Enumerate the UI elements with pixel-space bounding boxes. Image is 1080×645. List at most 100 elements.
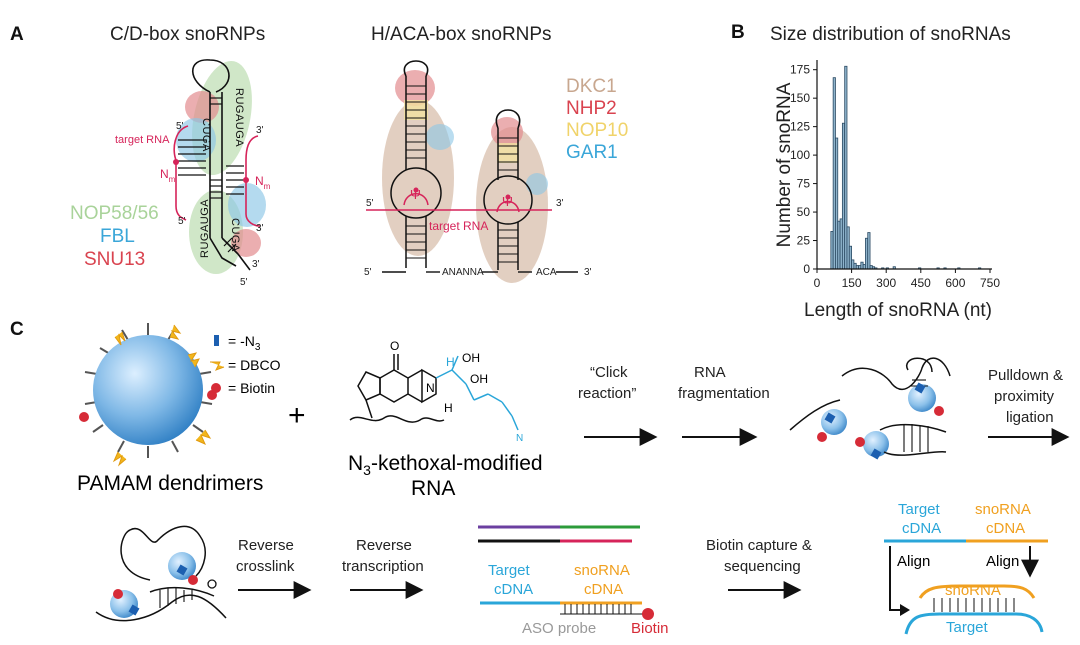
x-tick-label-150: 150 <box>842 276 862 290</box>
azide-legend-label: = -N3 <box>228 333 261 353</box>
nm-modification-left: Nm <box>160 167 176 184</box>
step-pull-line2: proximity <box>994 388 1055 405</box>
biotin-legend-swatch <box>211 383 221 393</box>
chem-o: O <box>390 339 399 353</box>
ligated-complex <box>95 525 227 622</box>
alignment-diagram <box>884 539 1048 635</box>
x-tick-label-600: 600 <box>945 276 965 290</box>
step-frag-line1: RNA <box>694 364 726 381</box>
cd-protein-snu13: SNU13 <box>84 249 145 270</box>
azide-legend-swatch <box>214 335 219 346</box>
haca-protein-nop10: NOP10 <box>566 120 628 141</box>
cd-3prime-mid: 3' <box>256 223 264 234</box>
x-tick-label-0: 0 <box>814 276 821 290</box>
align-target-label: Target <box>946 619 989 636</box>
align-target-cdna-line1: Target <box>898 501 941 518</box>
y-tick-label-175: 175 <box>790 63 810 77</box>
y-tick-label-0: 0 <box>803 262 810 276</box>
haca-protein-dkc1: DKC1 <box>566 76 617 97</box>
align-label-left: Align <box>897 553 930 570</box>
step-pull-line3: ligation <box>1006 409 1054 426</box>
chem-n3: N <box>516 433 523 444</box>
histogram-bar-16 <box>867 232 871 270</box>
fragmented-complex <box>789 357 951 460</box>
haca-protein-gar1: GAR1 <box>566 142 618 163</box>
step-seq-line1: Biotin capture & <box>706 537 812 554</box>
dbco-legend-label: = DBCO <box>228 357 281 373</box>
step-click-line1: “Click <box>590 364 628 381</box>
cd-protein-fbl: FBL <box>100 226 135 247</box>
cd-5prime-tail: 5' <box>240 277 248 288</box>
cd-seq-rugauga-top: RUGAUGA <box>233 88 245 147</box>
dendrimer-label: PAMAM dendrimers <box>77 472 263 495</box>
x-tick-label-450: 450 <box>911 276 931 290</box>
kethoxal-modification <box>435 355 519 431</box>
target-cdna-line2: cDNA <box>494 581 533 598</box>
dbco-legend-swatch <box>210 361 225 371</box>
cd-3prime-top: 3' <box>256 125 264 136</box>
step-rev-line1: Reverse <box>238 537 294 554</box>
cd-3prime-tail: 3' <box>252 259 260 270</box>
chem-oh-1: OH <box>462 351 480 365</box>
rna-label-line2: RNA <box>411 477 455 500</box>
align-sno-cdna-line2: cDNA <box>986 520 1025 537</box>
step-rt-line1: Reverse <box>356 537 412 554</box>
step-rt-line2: transcription <box>342 558 424 575</box>
step-seq-line2: sequencing <box>724 558 801 575</box>
rna-label-line1: N3-kethoxal-modified <box>348 452 543 478</box>
haca-aca: ACA <box>536 267 557 278</box>
cd-protein-nop58: NOP58/56 <box>70 203 159 224</box>
haca-ananna: ANANNA <box>442 267 484 278</box>
chart-xlabel: Length of snoRNA (nt) <box>804 300 992 321</box>
aso-probe-label: ASO probe <box>522 620 596 637</box>
cdna-construct <box>478 525 654 620</box>
haca-3prime-base: 3' <box>584 267 592 278</box>
haca-5prime-base: 5' <box>364 267 372 278</box>
biotin-label: Biotin <box>631 620 669 637</box>
step-rev-line2: crosslink <box>236 558 295 575</box>
cd-5prime-top: 5' <box>176 121 184 132</box>
align-label-right: Align <box>986 553 1019 570</box>
align-sno-cdna-line1: snoRNA <box>975 501 1031 518</box>
haca-box-title: H/ACA-box snoRNPs <box>371 24 552 45</box>
y-tick-label-25: 25 <box>797 234 811 248</box>
chem-nh: H <box>444 401 453 415</box>
panel-a-label: A <box>10 24 24 45</box>
chem-h: H <box>446 355 455 369</box>
haca-target-rna-label: target RNA <box>429 219 488 233</box>
panel-c-label: C <box>10 319 24 340</box>
chart-ylabel: Number of snoRNA <box>774 82 795 247</box>
haca-box-diagram <box>366 60 578 283</box>
haca-3prime-target: 3' <box>556 198 564 209</box>
biotin-legend-label: = Biotin <box>228 380 275 396</box>
y-tick-label-150: 150 <box>790 91 810 105</box>
panel-b-label: B <box>731 22 745 43</box>
cd-target-rna-label: target RNA <box>115 134 170 146</box>
nm-modification-right: Nm <box>255 174 271 191</box>
y-tick-label-75: 75 <box>797 177 811 191</box>
x-tick-label-300: 300 <box>876 276 896 290</box>
haca-5prime-target: 5' <box>366 198 374 209</box>
target-cdna-line1: Target <box>488 562 531 579</box>
chart-title: Size distribution of snoRNAs <box>770 24 1011 45</box>
cd-box-title: C/D-box snoRNPs <box>110 24 265 45</box>
step-click-line2: reaction” <box>578 385 636 402</box>
pamam-dendrimer <box>79 323 217 467</box>
haca-protein-nhp2: NHP2 <box>566 98 617 119</box>
y-tick-label-100: 100 <box>790 148 810 162</box>
sno-cdna-line1: snoRNA <box>574 562 630 579</box>
cd-box-diagram <box>173 59 266 274</box>
plus-sign: + <box>288 399 306 432</box>
align-snorna-label: snoRNA <box>945 582 1001 599</box>
y-tick-label-125: 125 <box>790 120 810 134</box>
snorna-size-histogram: Size distribution of snoRNAs Number of s… <box>770 24 1011 321</box>
chem-n: N <box>426 381 435 395</box>
step-pull-line1: Pulldown & <box>988 367 1063 384</box>
step-frag-line2: fragmentation <box>678 385 770 402</box>
align-target-cdna-line2: cDNA <box>902 520 941 537</box>
chem-oh-2: OH <box>470 372 488 386</box>
kethoxal-structure <box>349 354 445 423</box>
cd-5prime-mid: 5' <box>178 216 186 227</box>
cd-seq-rugauga-bottom: RUGAUGA <box>199 199 211 258</box>
